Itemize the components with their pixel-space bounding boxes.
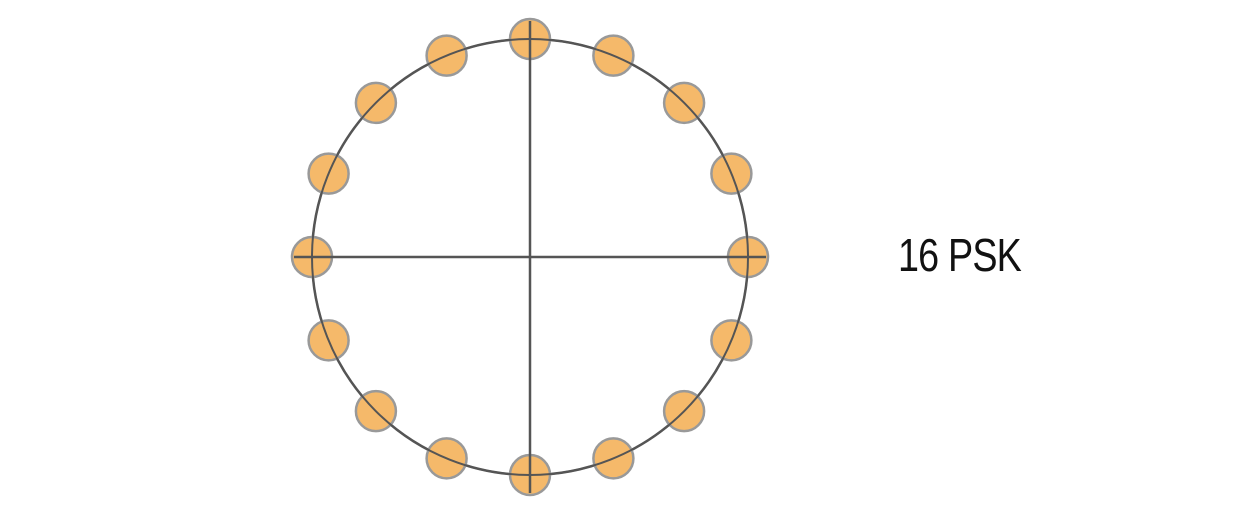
constellation-points: [290, 17, 770, 497]
modulation-label: 16 PSK: [898, 229, 1022, 281]
